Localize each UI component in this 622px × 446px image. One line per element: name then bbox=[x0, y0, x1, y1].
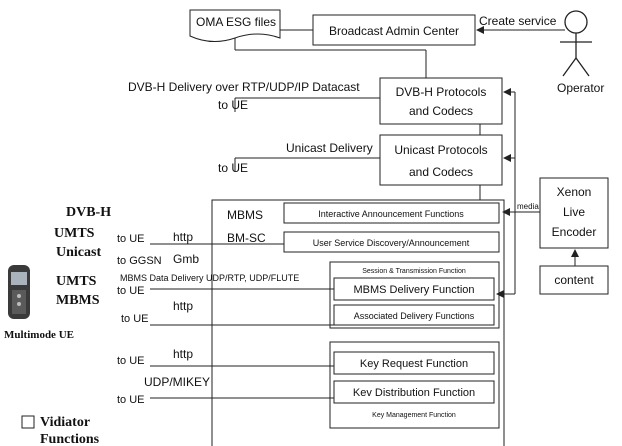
xenon-encoder-box bbox=[539, 177, 609, 249]
encoder-line1: Xenon bbox=[557, 185, 592, 199]
link-to-ue-2: to UE bbox=[117, 285, 145, 297]
key-management-label: Key Management Function bbox=[372, 412, 456, 419]
associated-delivery-label: Associated Delivery Functions bbox=[354, 311, 475, 321]
broadcast-admin-label: Broadcast Admin Center bbox=[329, 24, 459, 38]
mbms-label: MBMS bbox=[227, 208, 263, 222]
unicast-box-line1: Unicast Protocols bbox=[394, 143, 487, 157]
key-request-box bbox=[333, 351, 495, 375]
vidiator-line1: Vidiator bbox=[40, 415, 90, 430]
dvbh-protocols-box bbox=[379, 77, 503, 125]
encoder-line3: Encoder bbox=[552, 225, 597, 239]
key-distribution-box bbox=[333, 380, 495, 404]
dvbh-delivery-label: DVB-H Delivery over RTP/UDP/IP Datacast bbox=[128, 80, 360, 94]
link-mbms-data: MBMS Data Delivery UDP/RTP, UDP/FLUTE bbox=[120, 273, 299, 283]
broadcast-admin-box bbox=[312, 14, 476, 46]
link-to-ue-4: to UE bbox=[117, 355, 145, 367]
content-box bbox=[539, 265, 609, 295]
encoder-line2: Live bbox=[563, 205, 585, 219]
mbms-delivery-label: MBMS Delivery Function bbox=[353, 284, 474, 296]
link-http-3: http bbox=[173, 347, 193, 361]
key-distribution-label: Kev Distribution Function bbox=[353, 387, 475, 399]
session-transmission-group bbox=[329, 261, 500, 329]
operator-icon bbox=[560, 10, 592, 77]
operator-label: Operator bbox=[557, 81, 604, 95]
vidiator-line2: Functions bbox=[40, 432, 100, 446]
dvbh-to-ue: to UE bbox=[218, 98, 248, 112]
left-umts-2: UMTS bbox=[56, 274, 97, 289]
key-management-group bbox=[329, 341, 500, 429]
multimode-ue-phone-icon bbox=[8, 265, 30, 319]
vidiator-legend-box bbox=[21, 415, 35, 429]
link-http-1: http bbox=[173, 230, 193, 244]
link-http-2: http bbox=[173, 299, 193, 313]
key-request-label: Key Request Function bbox=[360, 358, 468, 370]
user-service-label: User Service Discovery/Announcement bbox=[313, 238, 470, 248]
unicast-to-ue: to UE bbox=[218, 161, 248, 175]
oma-esg-document-shape bbox=[189, 9, 281, 42]
link-to-ue-3: to UE bbox=[121, 313, 149, 325]
session-transmission-label: Session & Transmission Function bbox=[362, 268, 466, 275]
create-service-label: Create service bbox=[479, 14, 557, 28]
dvbh-box-line1: DVB-H Protocols bbox=[396, 85, 487, 99]
left-unicast: Unicast bbox=[56, 245, 101, 260]
interactive-announcement-box bbox=[283, 202, 500, 224]
multimode-ue-label: Multimode UE bbox=[4, 329, 74, 341]
unicast-delivery-label: Unicast Delivery bbox=[286, 141, 373, 155]
user-service-discovery-box bbox=[283, 231, 500, 253]
dvbh-box-line2: and Codecs bbox=[409, 104, 473, 118]
associated-delivery-box bbox=[333, 304, 495, 326]
bmsc-label: BM-SC bbox=[227, 231, 266, 245]
interactive-announcement-label: Interactive Announcement Functions bbox=[318, 209, 464, 219]
left-umts-1: UMTS bbox=[54, 226, 95, 241]
left-mbms: MBMS bbox=[56, 293, 100, 308]
oma-esg-label: OMA ESG files bbox=[196, 15, 276, 29]
link-to-ue-1: to UE bbox=[117, 233, 145, 245]
link-udp-mikey: UDP/MIKEY bbox=[144, 375, 210, 389]
link-to-ue-5: to UE bbox=[117, 394, 145, 406]
unicast-box-line2: and Codecs bbox=[409, 165, 473, 179]
media-label: media bbox=[517, 202, 539, 211]
content-label: content bbox=[554, 273, 594, 287]
link-to-ggsn: to GGSN bbox=[117, 255, 162, 267]
link-gmb: Gmb bbox=[173, 252, 199, 266]
left-dvbh: DVB-H bbox=[66, 205, 111, 220]
unicast-protocols-box bbox=[379, 134, 503, 186]
